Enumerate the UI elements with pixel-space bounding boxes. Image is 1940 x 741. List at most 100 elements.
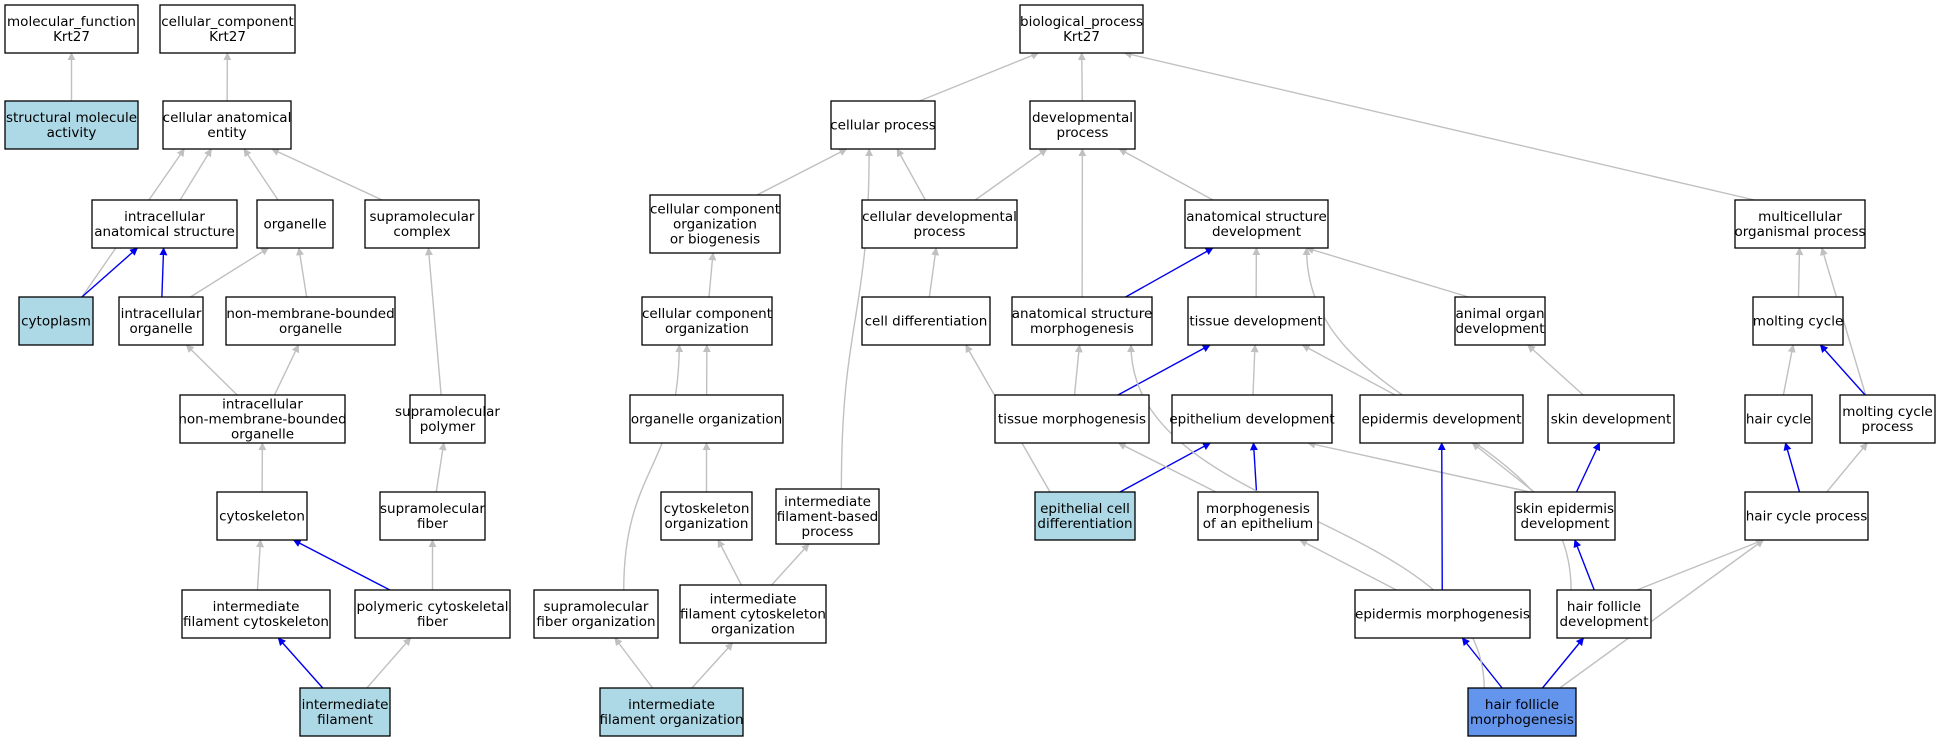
- go-term-cell-differentiation[interactable]: cell differentiation: [861, 296, 991, 346]
- go-term-intracellular-nmb-organelle[interactable]: intracellularnon-membrane-boundedorganel…: [178, 394, 347, 444]
- node-box: [18, 296, 94, 346]
- edge-non-membrane-bounded-organelle-to-organelle: [296, 247, 308, 298]
- node-box: [1359, 394, 1524, 444]
- node-label-line: cellular anatomical: [163, 110, 292, 126]
- node-label-line: skin development: [1551, 412, 1672, 428]
- node-label-line: development: [1455, 321, 1544, 337]
- node-label-line: development: [1559, 614, 1648, 630]
- edge-intermediate-filament-cytoskeleton-to-cytoskeleton: [256, 539, 265, 591]
- node-label-line: morphogenesis: [1030, 321, 1134, 337]
- edge-developmental-process-to-bp-root: [1077, 52, 1086, 102]
- go-term-organelle[interactable]: organelle: [256, 199, 334, 249]
- node-label-line: cellular component: [642, 306, 772, 322]
- go-term-organelle-organization[interactable]: organelle organization: [629, 394, 784, 444]
- node-label-line: anatomical structure: [94, 224, 235, 240]
- node-label-line: activity: [47, 125, 97, 141]
- go-term-cytoplasm[interactable]: cytoplasm: [18, 296, 94, 346]
- node-label-line: process: [1057, 125, 1109, 141]
- go-term-epidermis-morphogenesis[interactable]: epidermis morphogenesis: [1354, 589, 1531, 639]
- node-box: [364, 199, 480, 249]
- node-label-line: skin epidermis: [1516, 501, 1614, 517]
- node-label-line: filament: [317, 712, 373, 728]
- go-term-epidermis-development[interactable]: epidermis development: [1359, 394, 1524, 444]
- go-term-hair-cycle-process[interactable]: hair cycle process: [1744, 491, 1869, 541]
- go-term-epithelium-development[interactable]: epithelium development: [1169, 394, 1335, 444]
- edge-intermediate-filament-organization-to-if-cytoskeleton-organization: [691, 642, 734, 689]
- edge-hair-follicle-morphogenesis-to-hair-cycle-process: [1559, 539, 1765, 689]
- node-label-line: morphogenesis: [1470, 712, 1574, 728]
- node-label-line: organization: [665, 321, 749, 337]
- edge-cc-org-or-biogenesis-to-cellular-process: [756, 148, 848, 196]
- node-label-line: hair follicle: [1567, 599, 1641, 615]
- node-box: [775, 488, 880, 545]
- node-label-line: organization: [711, 622, 795, 638]
- go-term-cellular-process[interactable]: cellular process: [830, 100, 936, 150]
- edge-cell-differentiation-to-cellular-developmental-process: [928, 247, 940, 298]
- go-term-skin-development[interactable]: skin development: [1547, 394, 1675, 444]
- go-term-hair-cycle[interactable]: hair cycle: [1744, 394, 1813, 444]
- node-box: [679, 584, 827, 644]
- go-term-cytoskeleton[interactable]: cytoskeleton: [216, 491, 308, 541]
- edge-supramolecular-fiber-organization-to-cc-organization: [623, 344, 684, 591]
- edge-molting-cycle-to-multicellular-organismal-process: [1795, 247, 1804, 298]
- node-label-line: entity: [207, 125, 246, 141]
- node-label-line: anatomical structure: [1012, 306, 1153, 322]
- edge-molting-cycle-process-to-multicellular-organismal-process: [1820, 247, 1867, 396]
- node-box: [216, 491, 308, 541]
- node-box: [299, 687, 391, 737]
- node-label-line: animal organ: [1455, 306, 1544, 322]
- node-box: [181, 589, 331, 639]
- node-label-line: intracellular: [124, 209, 205, 225]
- go-term-tissue-morphogenesis[interactable]: tissue morphogenesis: [994, 394, 1150, 444]
- node-box: [354, 589, 511, 639]
- node-box: [1744, 491, 1869, 541]
- edge-supramolecular-polymer-to-supramolecular-complex: [425, 247, 442, 396]
- edge-hair-follicle-development-to-hair-cycle-process: [1636, 538, 1765, 591]
- node-label-line: Krt27: [209, 29, 246, 45]
- node-label-line: fiber organization: [536, 614, 655, 630]
- go-term-tissue-development[interactable]: tissue development: [1187, 296, 1325, 346]
- node-label-line: polymer: [420, 419, 476, 435]
- node-label-line: epidermis morphogenesis: [1355, 607, 1530, 623]
- node-label-line: of an epithelium: [1203, 516, 1313, 532]
- edge-intracellular-nmb-organelle-to-intracellular-organelle: [185, 344, 238, 396]
- node-label-line: intermediate: [302, 697, 389, 713]
- edge-polymeric-cytoskeletal-fiber-to-cytoskeleton: [292, 539, 391, 591]
- node-label-line: epidermis development: [1361, 412, 1521, 428]
- go-term-molting-cycle[interactable]: molting cycle: [1752, 296, 1844, 346]
